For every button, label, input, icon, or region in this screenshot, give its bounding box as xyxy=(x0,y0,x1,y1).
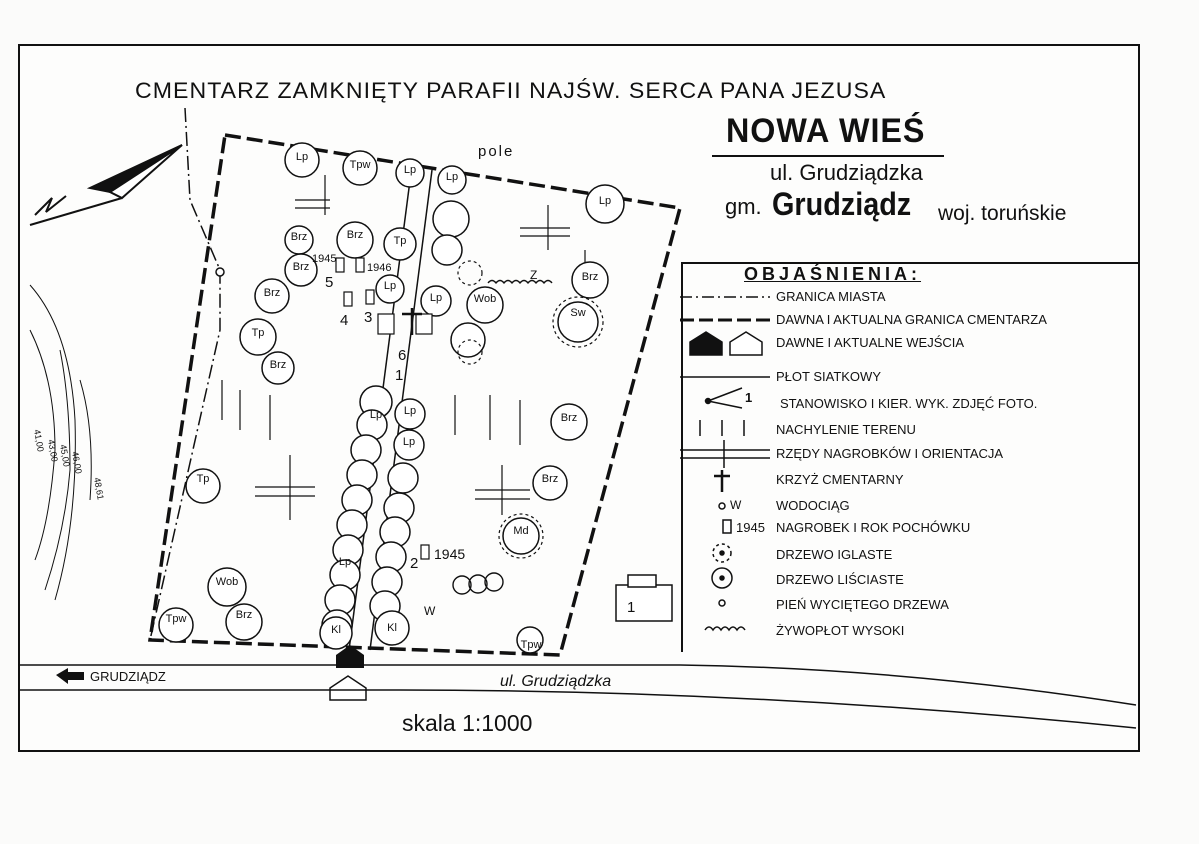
trees xyxy=(158,142,625,654)
photo-station-label: 5 xyxy=(325,274,333,291)
contour-lines xyxy=(29,284,92,601)
well-label: W xyxy=(424,604,436,618)
tree-label: Kl xyxy=(331,624,341,636)
legend-sample: 1 xyxy=(745,390,753,405)
town-direction-label: GRUDZIĄDZ xyxy=(90,669,166,684)
road-label: ul. Grudziądzka xyxy=(500,673,611,690)
tree-label: Tpw xyxy=(166,613,187,625)
graves xyxy=(335,257,433,560)
legend-item: RZĘDY NAGROBKÓW I ORIENTACJA xyxy=(776,446,1004,461)
photo-station-label: 2 xyxy=(410,555,418,572)
legend-item: NACHYLENIE TERENU xyxy=(776,422,916,437)
tree-label: Brz xyxy=(291,231,308,243)
tree-label: Lp xyxy=(430,292,442,304)
gmina-label: gm. xyxy=(725,194,762,219)
tree-label: Lp xyxy=(446,171,458,183)
legend-item: DAWNE I AKTUALNE WEJŚCIA xyxy=(776,335,965,350)
place-underline xyxy=(712,155,944,157)
tree-label: Lp xyxy=(404,164,416,176)
cemetery-cross-icon xyxy=(402,308,422,335)
legend-item: PIEŃ WYCIĘTEGO DRZEWA xyxy=(776,597,949,612)
tree-label: Wob xyxy=(216,576,238,588)
cemetery-boundary xyxy=(147,132,683,657)
voivodeship: woj. toruńskie xyxy=(938,202,1067,225)
tree-label: Lp xyxy=(370,409,382,421)
tree-label: Lp xyxy=(339,556,351,568)
legend-item: DAWNA I AKTUALNA GRANICA CMENTARZA xyxy=(776,312,1047,327)
legend-item: WODOCIĄG xyxy=(776,498,850,513)
contour-label: 48,61 xyxy=(92,477,106,501)
tree-label: Lp xyxy=(599,195,611,207)
contour-label: 46,00 xyxy=(70,451,84,475)
tree-label: Tpw xyxy=(521,639,542,651)
tree-label: Brz xyxy=(582,271,599,283)
town-arrow-icon xyxy=(56,668,84,684)
legend-item: STANOWISKO I KIER. WYK. ZDJĘĆ FOTO. xyxy=(780,396,1038,411)
year-label: 1945 xyxy=(434,546,465,562)
tree-label: Sw xyxy=(570,307,585,319)
tree-label: Md xyxy=(513,525,528,537)
tree-label: Lp xyxy=(404,405,416,417)
tree-label: Lp xyxy=(296,151,308,163)
road xyxy=(18,664,1137,729)
year-label: 1945 xyxy=(312,253,336,265)
map-text: pole 1945 1946 1945 Z W 1 GRUDZIĄDZ ul. … xyxy=(32,143,635,690)
contour-label: 45,00 xyxy=(58,444,72,468)
street-name: ul. Grudziądzka xyxy=(770,160,923,185)
legend-item: KRZYŻ CMENTARNY xyxy=(776,472,904,487)
tree-label: Lp xyxy=(403,436,415,448)
legend-sample: 1945 xyxy=(736,520,765,535)
tree-label: Tpw xyxy=(350,159,371,171)
hedge-mark: Z xyxy=(530,268,537,282)
tree-label: Kl xyxy=(387,622,397,634)
contour-label: 41,00 xyxy=(32,429,46,453)
legend-item: DRZEWO IGLASTE xyxy=(776,547,893,562)
hedge xyxy=(452,279,553,595)
tree-label: Brz xyxy=(270,359,287,371)
tree-label: Brz xyxy=(264,287,281,299)
building-number: 1 xyxy=(627,599,635,616)
tree-label: Brz xyxy=(347,229,364,241)
building xyxy=(615,574,673,622)
legend-item: PŁOT SIATKOWY xyxy=(776,369,881,384)
old-entrance-icon xyxy=(336,645,364,668)
gmina-name: Grudziądz xyxy=(772,186,912,222)
north-arrow-icon xyxy=(29,144,183,226)
tree-label: Tp xyxy=(252,327,265,339)
tree-label: Tp xyxy=(394,235,407,247)
legend-symbols xyxy=(680,296,770,632)
legend-item: ŻYWOPŁOT WYSOKI xyxy=(776,623,905,638)
legend-item: GRANICA MIASTA xyxy=(776,289,886,304)
scale-label: skala 1:1000 xyxy=(402,710,533,736)
photo-stations: 1 2 3 4 5 6 xyxy=(325,274,418,572)
legend-item: DRZEWO LIŚCIASTE xyxy=(776,572,904,587)
legend-sample: W xyxy=(730,498,742,512)
tree-label: Brz xyxy=(542,473,559,485)
tree-label: Brz xyxy=(293,261,310,273)
conifer-trees xyxy=(457,260,604,559)
map-title: CMENTARZ ZAMKNIĘTY PARAFII NAJŚW. SERCA … xyxy=(135,78,887,103)
current-entrance-icon xyxy=(329,675,367,701)
tree-label: Wob xyxy=(474,293,496,305)
legend-box xyxy=(681,262,1138,652)
field-label: pole xyxy=(478,143,514,160)
tree-label: Brz xyxy=(236,609,253,621)
contour-label: 43,00 xyxy=(46,439,60,463)
tree-label: Brz xyxy=(561,412,578,424)
grave-rows xyxy=(221,175,586,520)
legend-title: OBJAŚNIENIA: xyxy=(744,264,922,284)
photo-station-label: 1 xyxy=(395,367,403,384)
photo-station-label: 3 xyxy=(364,309,372,326)
photo-station-label: 6 xyxy=(398,347,406,364)
tree-label: Tp xyxy=(197,473,210,485)
year-label: 1946 xyxy=(367,262,391,274)
legend-item: NAGROBEK I ROK POCHÓWKU xyxy=(776,520,971,535)
tree-label: Lp xyxy=(384,280,396,292)
photo-station-label: 4 xyxy=(340,312,348,329)
tree-labels: Lp Tpw Lp Lp Lp Brz Brz Tp Brz Brz Lp Lp… xyxy=(166,151,612,651)
place-name: NOWA WIEŚ xyxy=(726,112,926,150)
